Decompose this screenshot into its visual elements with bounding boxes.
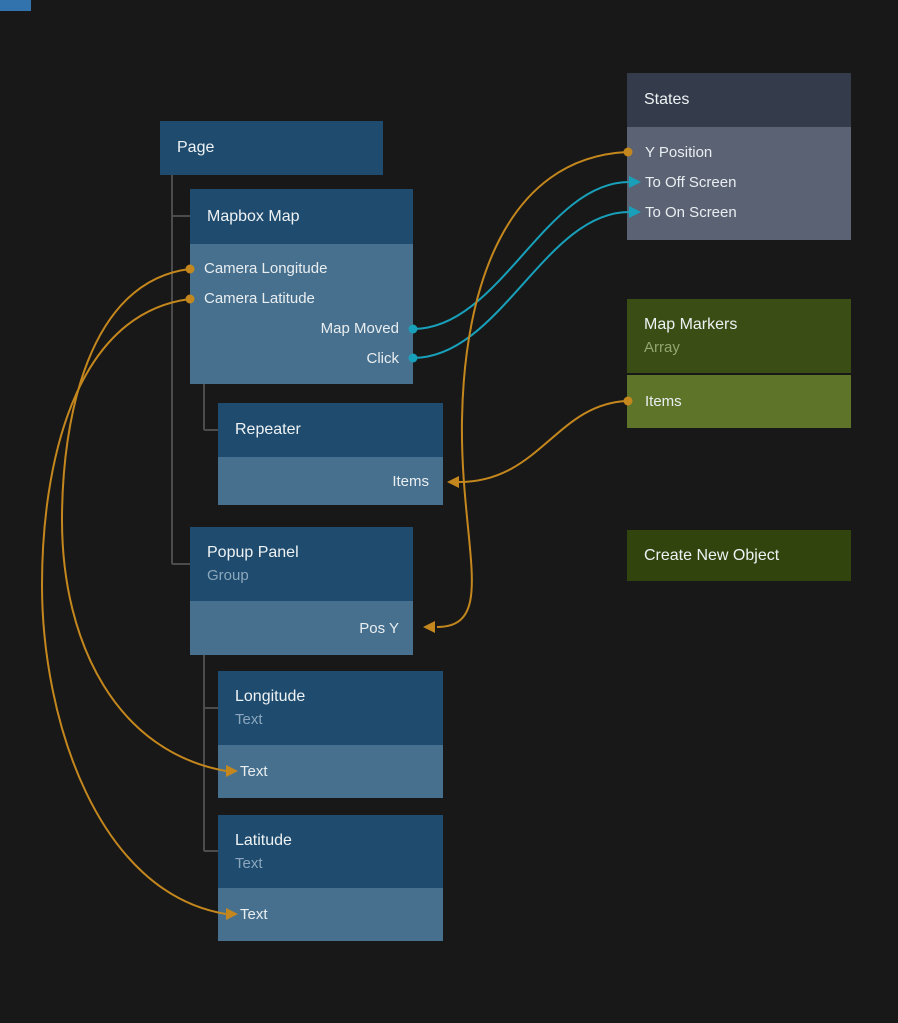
port-text-input[interactable]: Text <box>218 906 443 923</box>
wire-click-to-on-screen[interactable] <box>413 212 629 358</box>
node-ports: Items <box>627 375 851 428</box>
node-title: Mapbox Map <box>207 208 396 226</box>
wire-map-moved-to-off-screen[interactable] <box>413 182 629 329</box>
port-items-output[interactable]: Items <box>627 393 851 410</box>
wire-items-to-repeater-items[interactable] <box>459 401 627 482</box>
node-popup-panel[interactable]: Popup Panel Group Pos Y <box>190 527 413 655</box>
port-y-position[interactable]: Y Position <box>627 138 851 168</box>
node-title: Map Markers <box>644 316 834 334</box>
node-header[interactable]: Longitude Text <box>218 671 443 745</box>
port-pos-y[interactable]: Pos Y <box>190 620 413 637</box>
node-title: Longitude <box>235 688 426 706</box>
node-header[interactable]: Mapbox Map <box>190 189 413 244</box>
node-title: States <box>644 91 834 109</box>
node-subtitle: Text <box>235 855 426 872</box>
port-items-input[interactable]: Items <box>218 473 443 490</box>
node-states[interactable]: States Y Position To Off Screen To On Sc… <box>627 73 851 240</box>
node-header[interactable]: Repeater <box>218 403 443 457</box>
node-latitude-text[interactable]: Latitude Text Text <box>218 815 443 941</box>
node-header[interactable]: Latitude Text <box>218 815 443 888</box>
node-longitude-text[interactable]: Longitude Text Text <box>218 671 443 798</box>
node-title: Popup Panel <box>207 544 396 562</box>
node-header[interactable]: Popup Panel Group <box>190 527 413 601</box>
port-to-off-screen[interactable]: To Off Screen <box>627 168 851 198</box>
port-camera-longitude[interactable]: Camera Longitude <box>190 254 413 284</box>
node-ports: Items <box>218 457 443 505</box>
node-title: Create New Object <box>644 547 779 564</box>
node-repeater[interactable]: Repeater Items <box>218 403 443 505</box>
node-page[interactable]: Page <box>160 121 383 175</box>
node-title: Page <box>177 139 366 157</box>
node-mapbox-map[interactable]: Mapbox Map Camera Longitude Camera Latit… <box>190 189 413 384</box>
node-header[interactable]: States <box>627 73 851 127</box>
node-subtitle: Array <box>644 339 834 356</box>
node-ports: Text <box>218 888 443 941</box>
port-click[interactable]: Click <box>190 344 413 374</box>
node-ports: Camera Longitude Camera Latitude Map Mov… <box>190 244 413 384</box>
offscreen-node-fragment <box>0 0 31 11</box>
arrowhead-pos-y <box>423 621 435 633</box>
port-text-input[interactable]: Text <box>218 763 443 780</box>
node-header[interactable]: Page <box>160 121 383 175</box>
node-header[interactable]: Map Markers Array <box>627 299 851 373</box>
node-map-markers[interactable]: Map Markers Array Items <box>627 299 851 428</box>
node-ports: Y Position To Off Screen To On Screen <box>627 127 851 240</box>
node-subtitle: Text <box>235 711 426 728</box>
port-camera-latitude[interactable]: Camera Latitude <box>190 284 413 314</box>
node-subtitle: Group <box>207 567 396 584</box>
wire-y-position-to-pos-y[interactable] <box>437 152 627 627</box>
node-title: Repeater <box>235 421 426 439</box>
node-title: Latitude <box>235 832 426 850</box>
node-ports: Pos Y <box>190 601 413 655</box>
port-map-moved[interactable]: Map Moved <box>190 314 413 344</box>
arrowhead-repeater-items <box>447 476 459 488</box>
node-ports: Text <box>218 745 443 798</box>
node-create-new-object[interactable]: Create New Object <box>627 530 851 581</box>
port-to-on-screen[interactable]: To On Screen <box>627 198 851 228</box>
